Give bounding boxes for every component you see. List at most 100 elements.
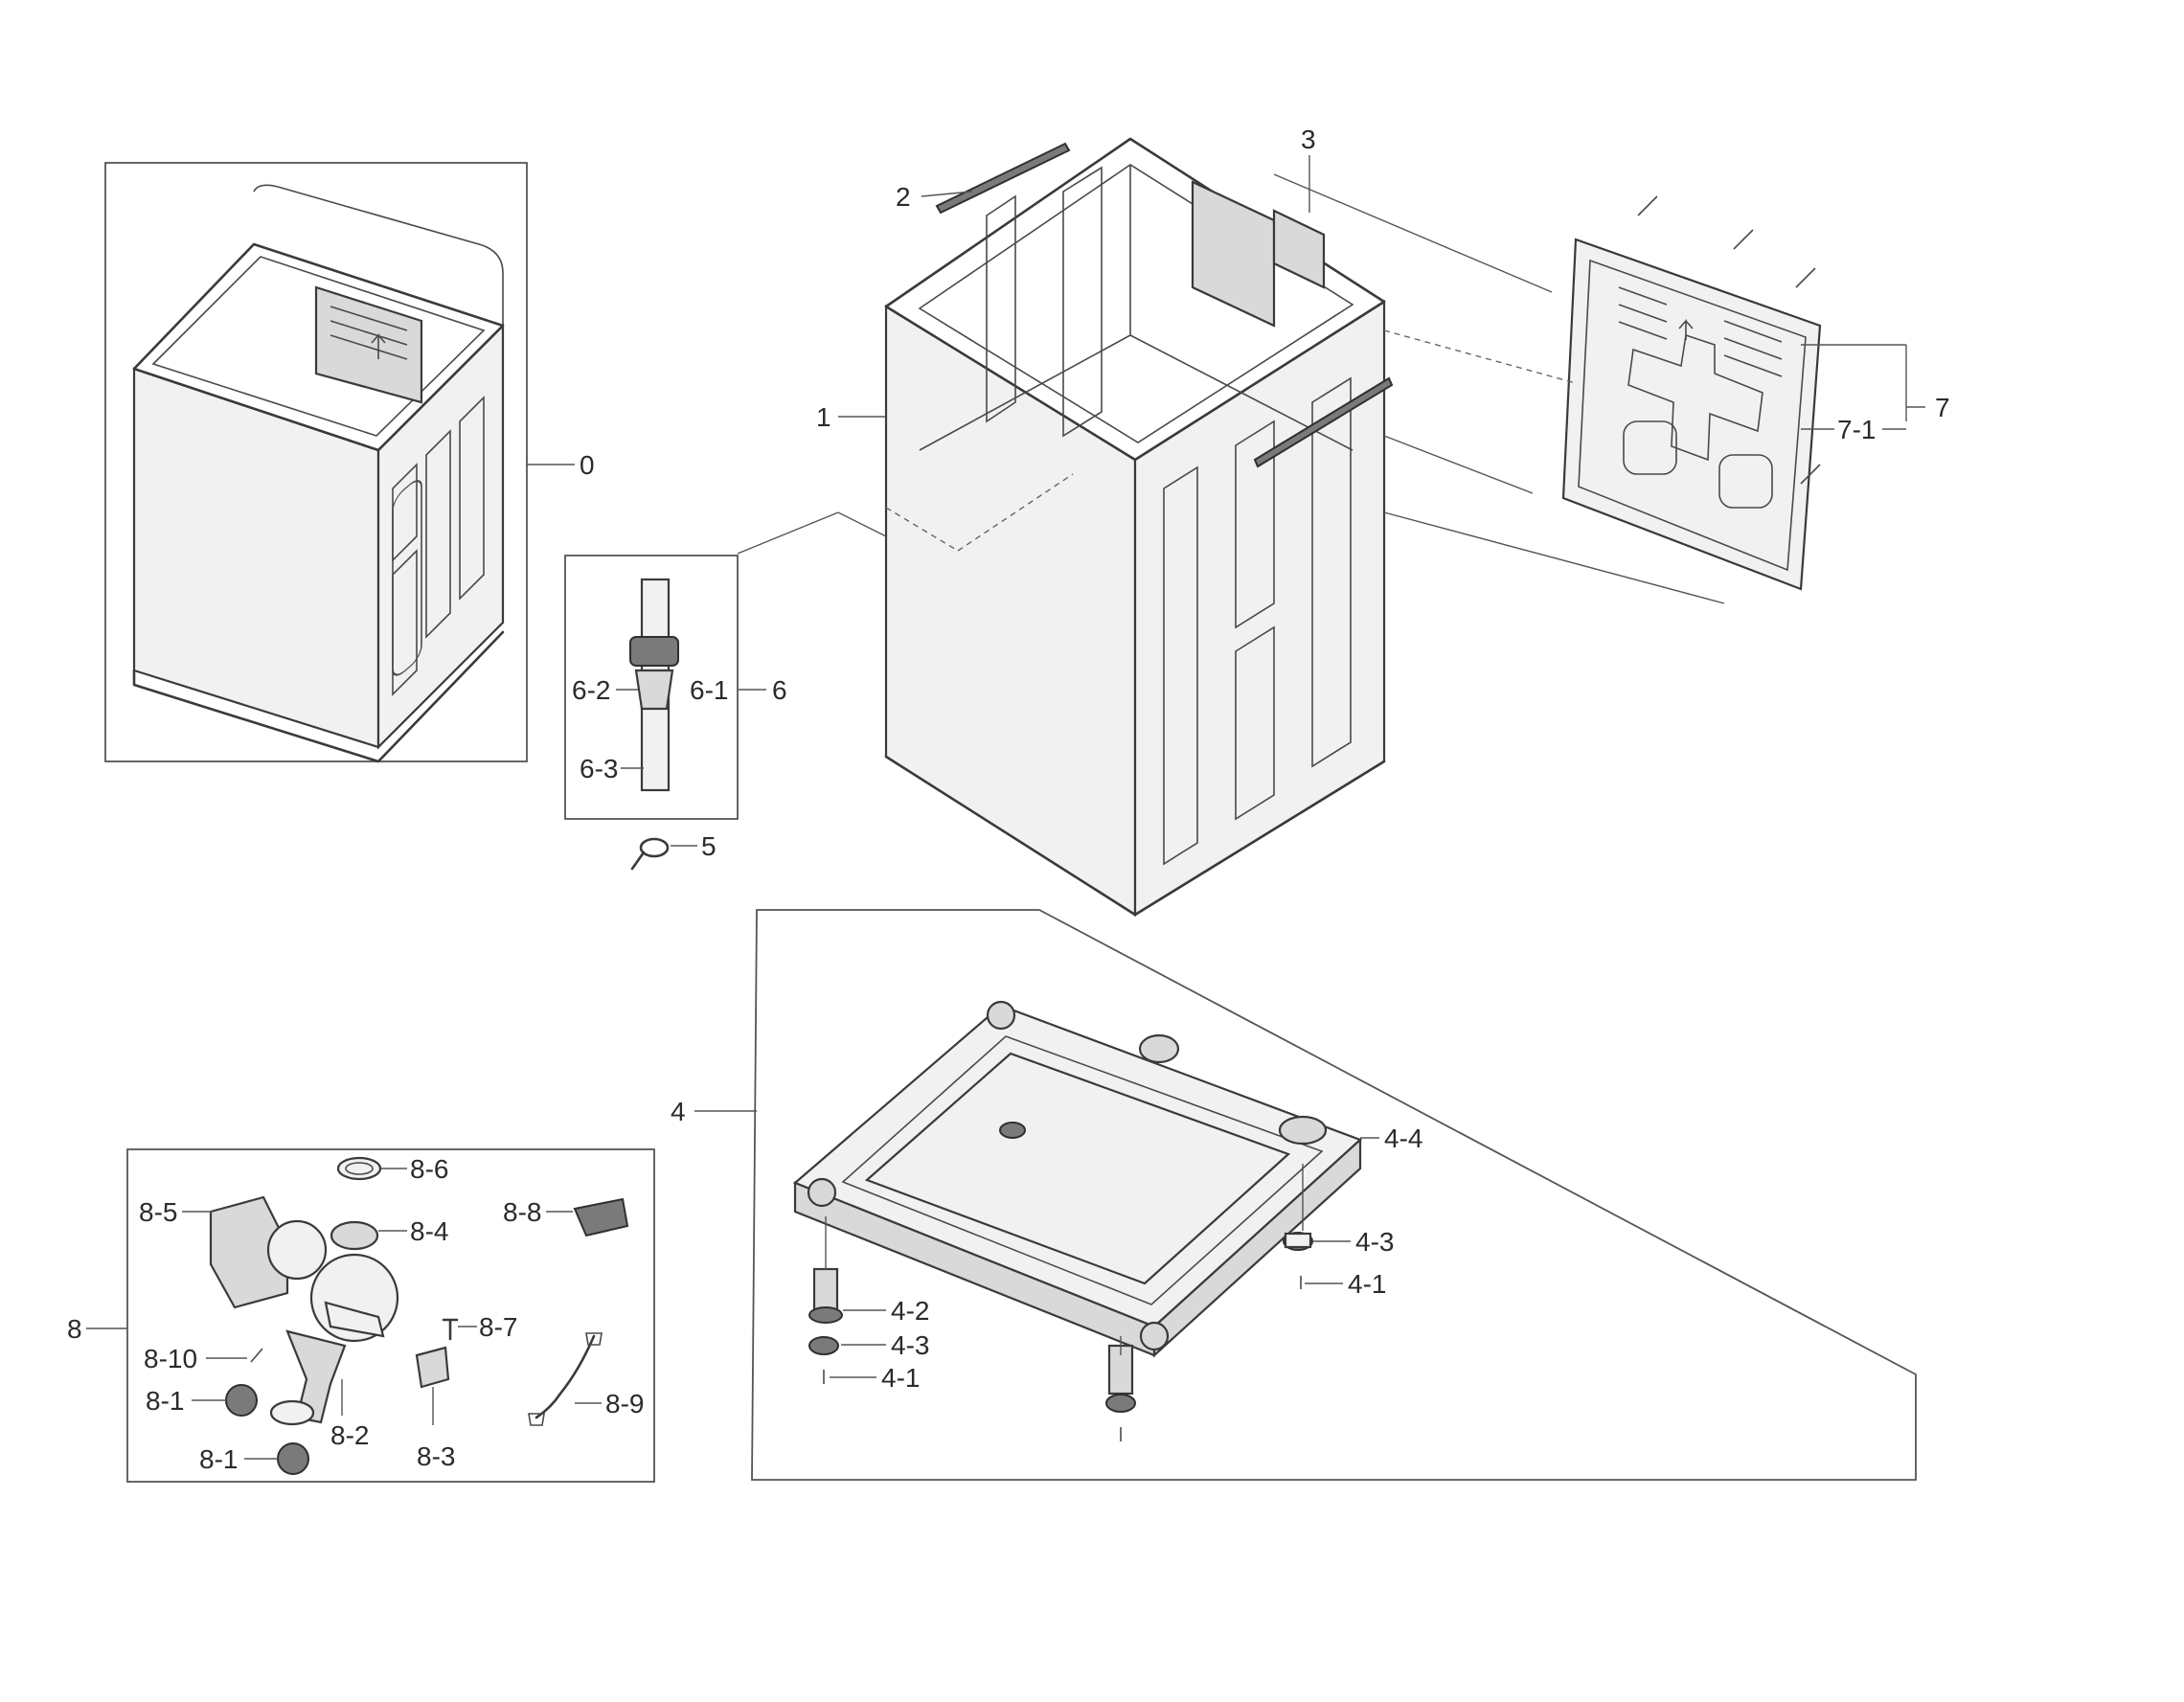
panel-7-emboss-left xyxy=(1623,420,1677,475)
connector-8-8 xyxy=(573,1197,629,1237)
screw-8-10 xyxy=(250,1348,263,1363)
cabinet-0-base xyxy=(132,630,505,763)
cabinet-0-top-cover-outline xyxy=(253,184,504,326)
panel-7-body xyxy=(1561,238,1822,591)
base-4-corner-a xyxy=(986,1000,1016,1031)
assembly-8-drain-pump: 8-6 8-5 8-4 8-8 8-7 8-10 8-1 8-1 8-2 8-3… xyxy=(67,1148,655,1483)
cabinet-1-hidden-edge xyxy=(885,507,959,552)
assembly-6-hose: 6 6-1 6-2 6-3 xyxy=(564,511,887,820)
guide-7-bottom xyxy=(1383,511,1725,604)
callout-7-1-label: 7-1 xyxy=(1837,415,1876,444)
callout-4-1-right-label: 4-1 xyxy=(1348,1269,1386,1299)
foot-8-1-b xyxy=(277,1442,309,1475)
guide-7-mid xyxy=(1383,435,1534,494)
screw-7-a xyxy=(1637,195,1658,216)
part-3-rear-bracket: 3 xyxy=(1253,125,1394,468)
base-4-4-mount xyxy=(1278,1115,1328,1146)
cabinet-0-emboss-b xyxy=(425,429,451,639)
callout-8-3-label: 8-3 xyxy=(417,1441,455,1471)
callout-2-leader xyxy=(921,191,973,197)
cabinet-0-emboss-a xyxy=(392,463,418,562)
callout-6-3-label: 6-3 xyxy=(580,754,618,783)
assembly-0-cabinet-complete: 0 xyxy=(104,162,595,763)
panel-7-emboss-right xyxy=(1718,454,1773,509)
leg-4-2-base xyxy=(808,1306,843,1324)
leg-4-2-screw xyxy=(812,1267,839,1314)
cabinet-0-front-face xyxy=(132,367,380,749)
rail-2-bar xyxy=(935,142,1071,215)
callout-8-1b-label: 8-1 xyxy=(199,1444,238,1474)
part-7-back-panel: 7 7-1 xyxy=(1273,173,1950,604)
bracket-3-body xyxy=(1272,209,1326,289)
cabinet-1-emboss-a xyxy=(1163,465,1198,866)
sensor-8-3 xyxy=(415,1346,450,1389)
hose-6-2-coupling xyxy=(634,669,674,711)
foot-4-3-right-body xyxy=(1284,1232,1312,1249)
cabinet-1-emboss-b xyxy=(1235,420,1275,629)
cabinet-1-top-rim xyxy=(884,137,1386,462)
screw-7-c xyxy=(1795,267,1816,288)
callout-8-5-label: 8-5 xyxy=(139,1197,177,1227)
cabinet-0-emboss-d xyxy=(459,396,485,601)
base-4-inner-foot xyxy=(999,1122,1026,1139)
cabinet-1-hidden-edge-2 xyxy=(957,473,1074,552)
pump-8-outlet xyxy=(324,1301,385,1338)
pump-8-2-ring xyxy=(269,1399,315,1426)
clip-5-ring xyxy=(639,837,670,858)
part-5-clip: 5 xyxy=(630,831,717,871)
cabinet-0-inner-rim xyxy=(151,256,486,437)
rail-side-bar xyxy=(1253,376,1394,468)
callout-3-label: 3 xyxy=(1301,125,1316,154)
screw-7-d xyxy=(1800,464,1821,485)
panel-7-arrow-icon xyxy=(1678,318,1694,340)
callout-8-7-label: 8-7 xyxy=(479,1312,517,1342)
panel-7-inner-edge xyxy=(1578,259,1807,572)
cabinet-0-arrow-icon xyxy=(371,332,386,359)
base-4-corner-b xyxy=(1139,1321,1170,1351)
cabinet-1-emboss-d xyxy=(1311,376,1352,768)
callout-2-label: 2 xyxy=(896,182,911,212)
callout-4-2-label: 4-2 xyxy=(891,1296,929,1326)
callout-8-4-label: 8-4 xyxy=(410,1216,448,1246)
cabinet-0-back-ribs xyxy=(330,306,408,360)
pump-8-6-seal xyxy=(336,1156,382,1181)
callout-6-2-label: 6-2 xyxy=(572,675,610,705)
hose-6-1-clamp xyxy=(629,636,679,667)
pump-8-2-bracket xyxy=(285,1329,347,1424)
callout-8-6-label: 8-6 xyxy=(410,1154,448,1184)
clip-5-tail xyxy=(630,851,646,871)
cabinet-1-bottom-edge xyxy=(884,755,1386,917)
callout-8-8-label: 8-8 xyxy=(503,1197,541,1227)
callout-8-1a-label: 8-1 xyxy=(146,1386,184,1416)
cabinet-1-front-face xyxy=(884,305,1137,918)
part-1-cabinet: 1 xyxy=(816,137,1386,918)
pump-8-5-flange xyxy=(266,1219,328,1281)
callout-8-label: 8 xyxy=(67,1314,82,1344)
cabinet-1-inner-rim xyxy=(918,164,1354,443)
foot-4-3-left xyxy=(808,1336,839,1355)
callout-6-leader-to-cabinet-2 xyxy=(837,511,887,537)
cabinet-0-back-panel xyxy=(314,285,423,404)
assembly-4-base: 4-4 4-3 4-1 4-2 4-3 4-1 4 xyxy=(671,909,1917,1481)
cabinet-0-emboss-c xyxy=(392,549,418,696)
foot-center xyxy=(1105,1394,1136,1413)
guide-7-hidden xyxy=(1383,329,1577,384)
base-4-pump-boss xyxy=(1138,1033,1180,1064)
base-4-corner-c xyxy=(807,1177,837,1208)
callout-4-3-left-label: 4-3 xyxy=(891,1330,929,1360)
cabinet-1-bracket xyxy=(1191,180,1276,328)
callout-6-1-label: 6-1 xyxy=(690,675,728,705)
assembly-6-frame xyxy=(564,555,739,820)
pump-8-6-seal-inner xyxy=(345,1162,374,1175)
callout-6-leader-to-cabinet xyxy=(737,511,839,555)
callout-1-label: 1 xyxy=(816,402,831,432)
assembly-8-frame xyxy=(126,1148,655,1483)
callout-7-label: 7 xyxy=(1935,393,1950,422)
callout-6-label: 6 xyxy=(772,675,787,705)
callout-4-label: 4 xyxy=(671,1097,686,1126)
cabinet-1-emboss-c xyxy=(1235,625,1275,821)
foot-8-1-a xyxy=(225,1384,258,1417)
callout-4-3-right-label: 4-3 xyxy=(1355,1227,1394,1257)
callout-4-4-label: 4-4 xyxy=(1384,1123,1422,1153)
